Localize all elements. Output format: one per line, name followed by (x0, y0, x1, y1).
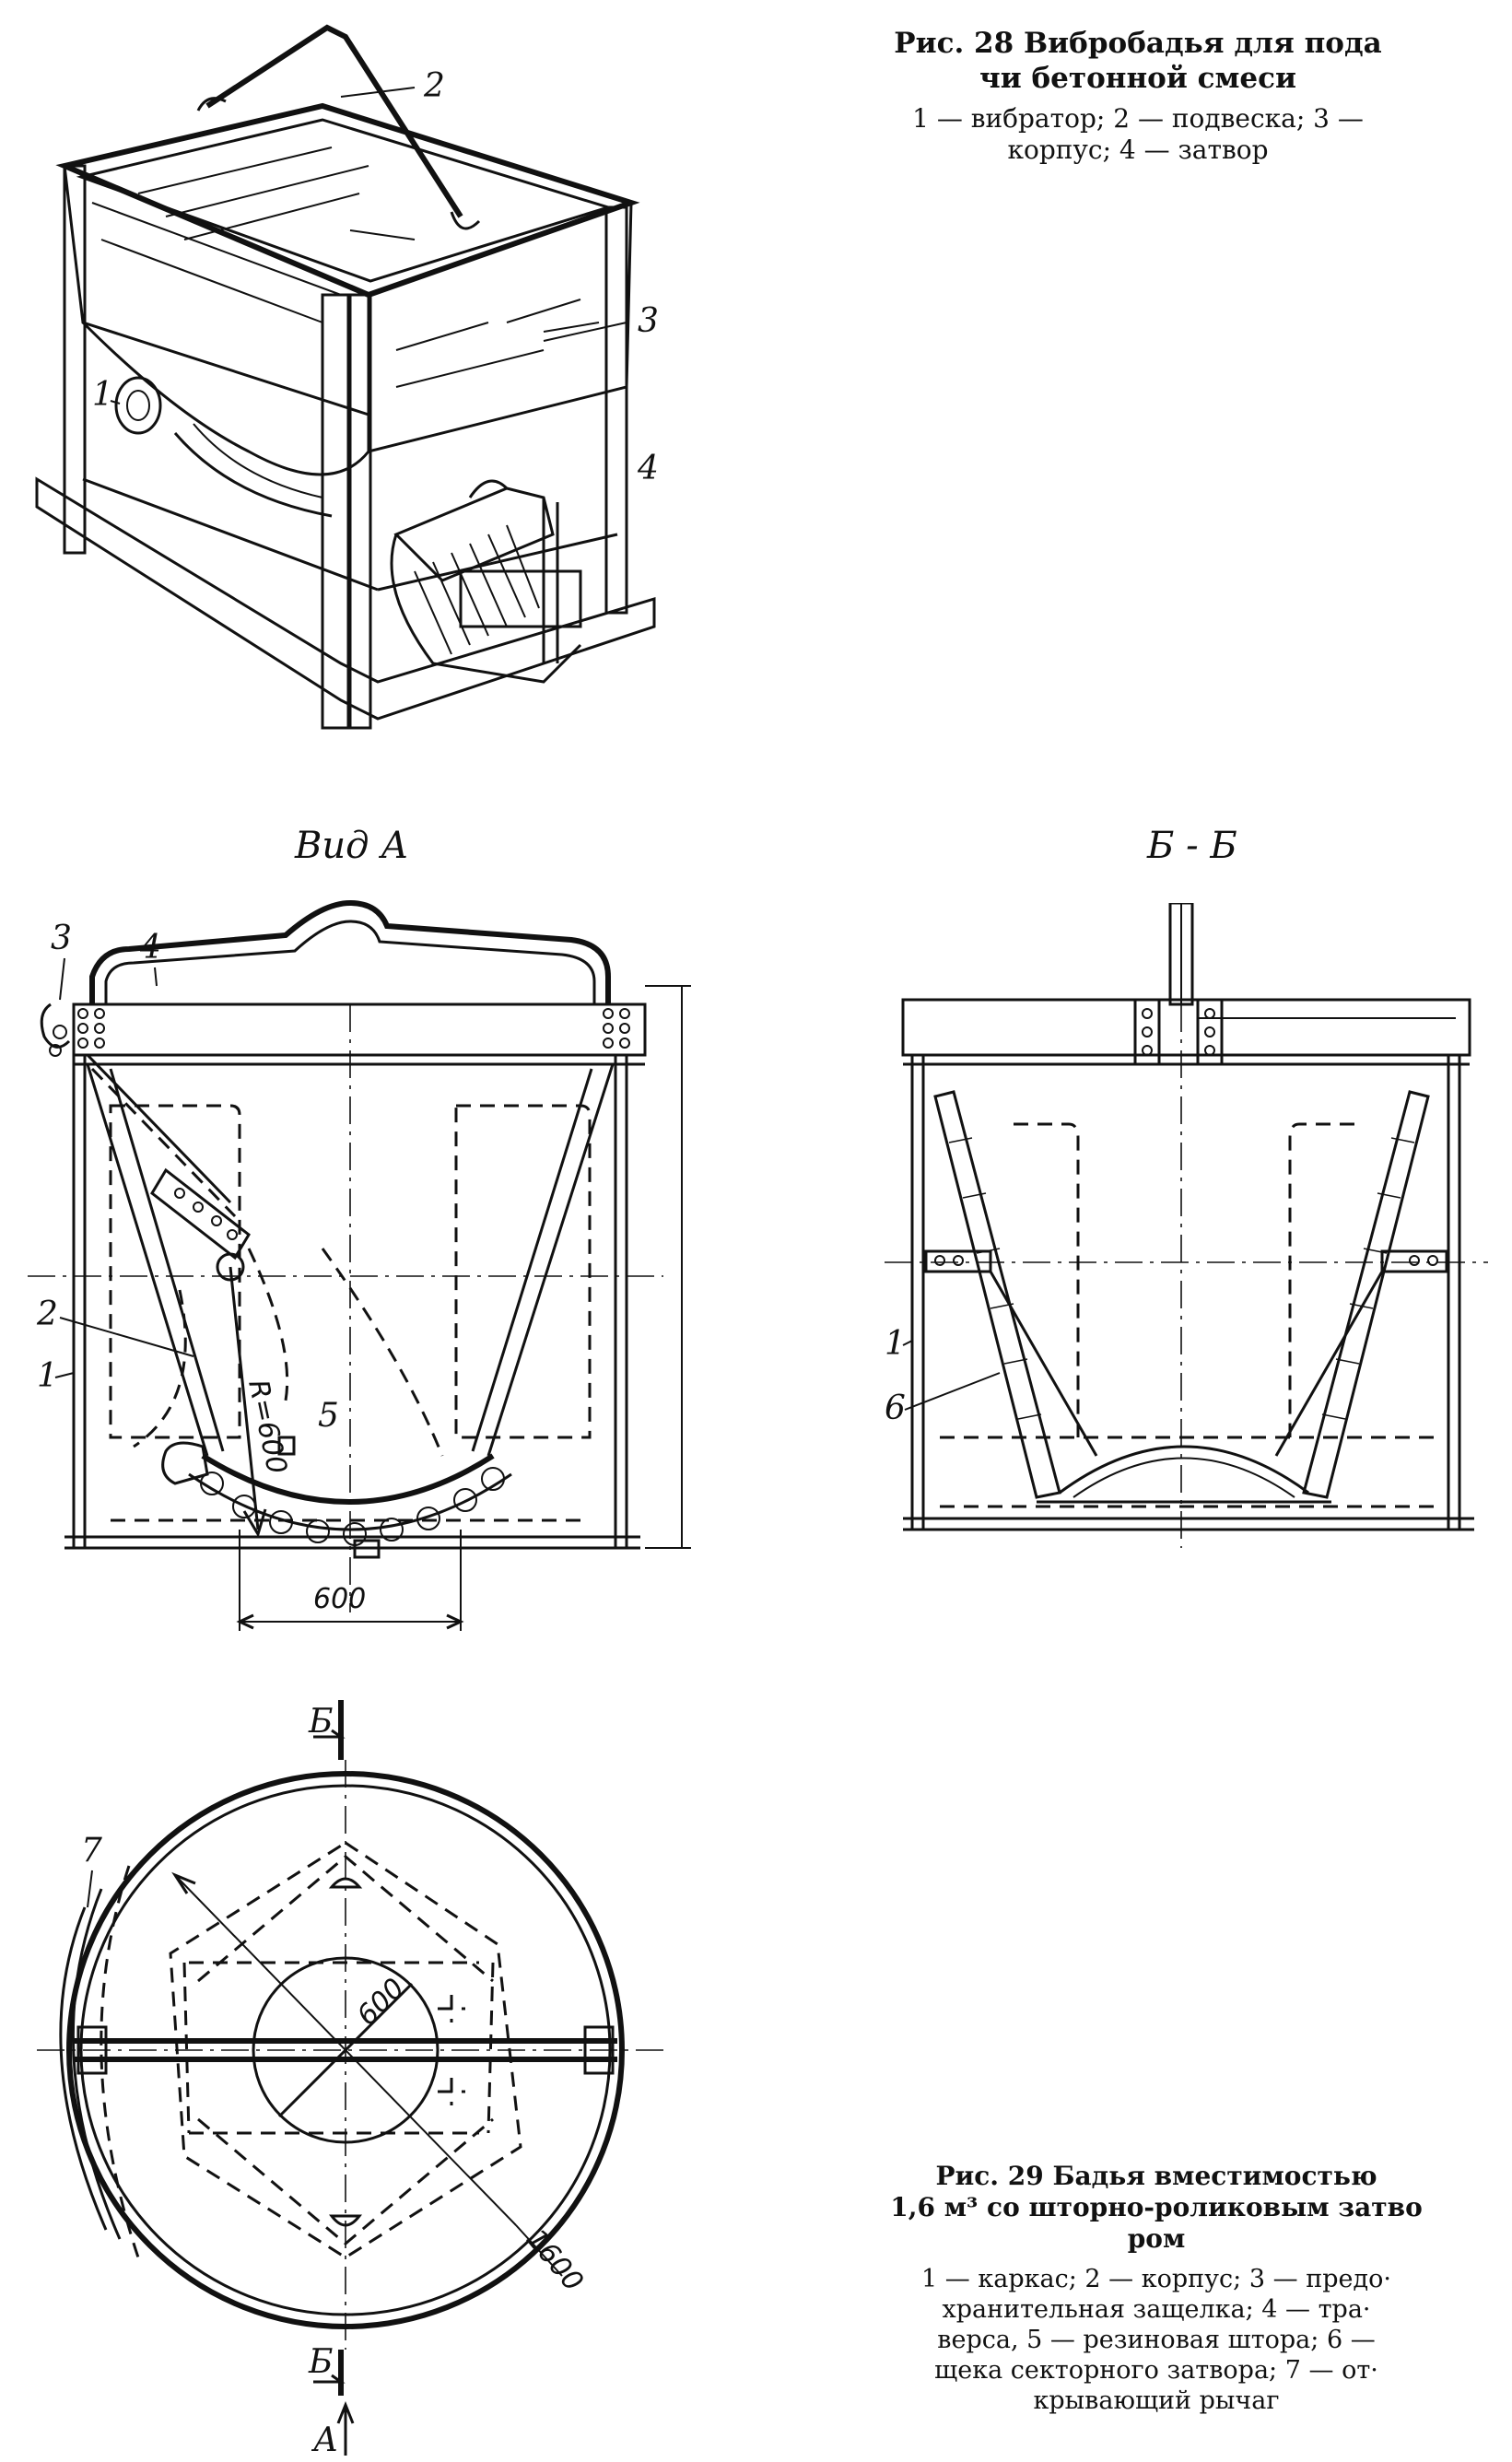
fig29-caption-title-line2: 1,6 м³ со шторно-роликовым затво (890, 2192, 1423, 2222)
fig29-legend-line4: щека секторного затвора; 7 — от· (934, 2356, 1378, 2385)
fig28-legend-line2: корпус; 4 — затвор (1007, 135, 1269, 165)
view-a-callout-5: 5 (318, 1397, 339, 1435)
plan-1600-dim: 1600 (520, 2223, 590, 2298)
view-a-600-dim: 600 (313, 1583, 366, 1615)
fig28-legend-line1: 1 — вибратор; 2 — подвеска; 3 — (912, 103, 1364, 134)
fig28-isometric-drawing: 2 3 4 1 (28, 18, 673, 774)
fig29-plan-drawing: Б Б А (18, 1686, 682, 2460)
plan-section-mark-top: Б (308, 1703, 333, 1741)
view-a-callout-3: 3 (51, 920, 72, 957)
plan-callout-7: 7 (81, 1832, 102, 1870)
section-bb-callout-6: 6 (885, 1389, 906, 1427)
fig28-caption: Рис. 28 Вибробадья для пода чи бетонной … (783, 26, 1493, 166)
fig29-legend-line2: хранительная защелка; 4 — тра· (942, 2295, 1371, 2324)
fig29-caption-title-line3: ром (1127, 2223, 1186, 2254)
fig28-callout-4: 4 (637, 450, 659, 487)
fig29-legend-line3: верса, 5 — резиновая штора; 6 — (937, 2326, 1376, 2354)
fig29-view-a-drawing: R=600 600 3 4 2 1 5 (18, 885, 719, 1649)
view-a-callout-2: 2 (36, 1295, 58, 1333)
plan-view-mark-a: А (311, 2421, 338, 2459)
section-bb-callout-1: 1 (885, 1325, 906, 1363)
plan-section-mark-bottom: Б (308, 2343, 333, 2381)
fig29-legend-line1: 1 — каркас; 2 — корпус; 3 — предо· (921, 2265, 1391, 2293)
plan-600-dim: 600 (351, 1972, 411, 2032)
fig28-caption-title-line1: Рис. 28 Вибробадья для пода (894, 27, 1382, 60)
fig29-legend-line5: крывающий рычаг (1033, 2386, 1280, 2415)
view-a-callout-1: 1 (37, 1357, 58, 1395)
fig28-callout-3: 3 (638, 302, 659, 340)
fig29-caption: Рис. 29 Бадья вместимостью 1,6 м³ со што… (815, 2161, 1497, 2416)
fig28-callout-1: 1 (92, 376, 113, 414)
view-a-label: Вид А (295, 825, 409, 867)
fig29-caption-title-line1: Рис. 29 Бадья вместимостью (935, 2161, 1377, 2191)
section-bb-label: Б - Б (1147, 825, 1237, 867)
fig28-callout-2: 2 (423, 67, 445, 105)
view-a-callout-4: 4 (139, 929, 161, 967)
fig29-section-bb-drawing: 1 6 (885, 903, 1493, 1576)
fig28-caption-title-line2: чи бетонной смеси (979, 62, 1296, 95)
view-a-radius-dim: R=600 (241, 1377, 293, 1476)
